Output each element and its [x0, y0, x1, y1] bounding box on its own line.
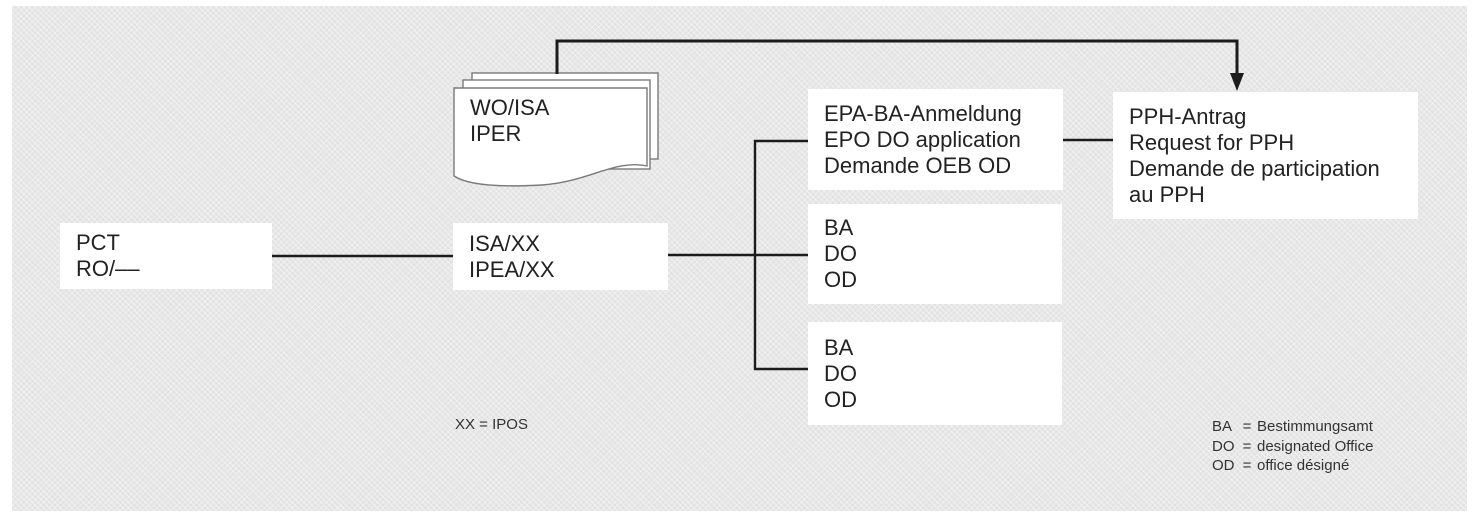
flow-arrow-head [1230, 73, 1244, 91]
pph-request-box: PPH-Antrag Request for PPH Demande de pa… [1113, 92, 1418, 219]
diagram-background [12, 6, 1467, 511]
connector-branch-epa-ba2 [753, 139, 808, 371]
ipea-line: IPEA/XX [469, 256, 555, 282]
ro-line: RO/–– [76, 256, 140, 281]
ba-do-od-box-2: BA DO OD [808, 322, 1062, 425]
pph-line-fr1: Demande de participation [1129, 155, 1380, 181]
do-line: DO [824, 360, 857, 386]
pph-line-de: PPH-Antrag [1129, 103, 1247, 129]
pph-line-fr2: au PPH [1129, 181, 1205, 207]
flow-arrow-line [555, 39, 1239, 76]
document-page-front [453, 87, 648, 187]
legend-row-do: DO = designated Office [1212, 437, 1373, 457]
od-line: OD [824, 267, 857, 292]
pct-line: PCT [76, 230, 120, 255]
legend-abbr: BA [1212, 418, 1233, 435]
wo-isa-line: WO/ISA [470, 95, 550, 120]
ba-line: BA [824, 215, 854, 240]
legend-equals: = [1242, 457, 1252, 474]
pct-ro-box: PCT RO/–– [60, 223, 272, 289]
ba-do-od-box-1: BA DO OD [808, 204, 1062, 304]
wo-isa-document-label: WO/ISA IPER [470, 95, 549, 147]
do-line: DO [824, 241, 857, 266]
legend-row-od: OD = office désigné [1212, 456, 1373, 476]
ba-line: BA [824, 334, 854, 360]
legend-term: Bestimmungsamt [1257, 418, 1373, 435]
legend-term: designated Office [1257, 437, 1374, 455]
document-stack-icon [453, 72, 659, 187]
isa-ipea-box: ISA/XX IPEA/XX [453, 223, 668, 290]
legend-abbr: DO [1212, 437, 1235, 455]
epa-line-fr: Demande OEB OD [824, 152, 1012, 178]
epa-line-de: EPA-BA-Anmeldung [824, 100, 1022, 126]
legend: BA = Bestimmungsamt DO = designated Offi… [1212, 417, 1373, 476]
legend-equals: = [1242, 418, 1252, 435]
pph-line-en: Request for PPH [1129, 129, 1295, 155]
od-line: OD [824, 386, 857, 412]
iper-line: IPER [470, 121, 522, 146]
legend-equals: = [1242, 437, 1252, 455]
epa-line-en: EPO DO application [824, 126, 1021, 152]
legend-term: office désigné [1257, 457, 1350, 474]
note-xx-ipos: XX = IPOS [455, 416, 528, 433]
legend-row-ba: BA = Bestimmungsamt [1212, 417, 1373, 437]
isa-line: ISA/XX [469, 230, 540, 256]
epo-do-application-box: EPA-BA-Anmeldung EPO DO application Dema… [808, 89, 1063, 190]
legend-abbr: OD [1212, 457, 1235, 474]
